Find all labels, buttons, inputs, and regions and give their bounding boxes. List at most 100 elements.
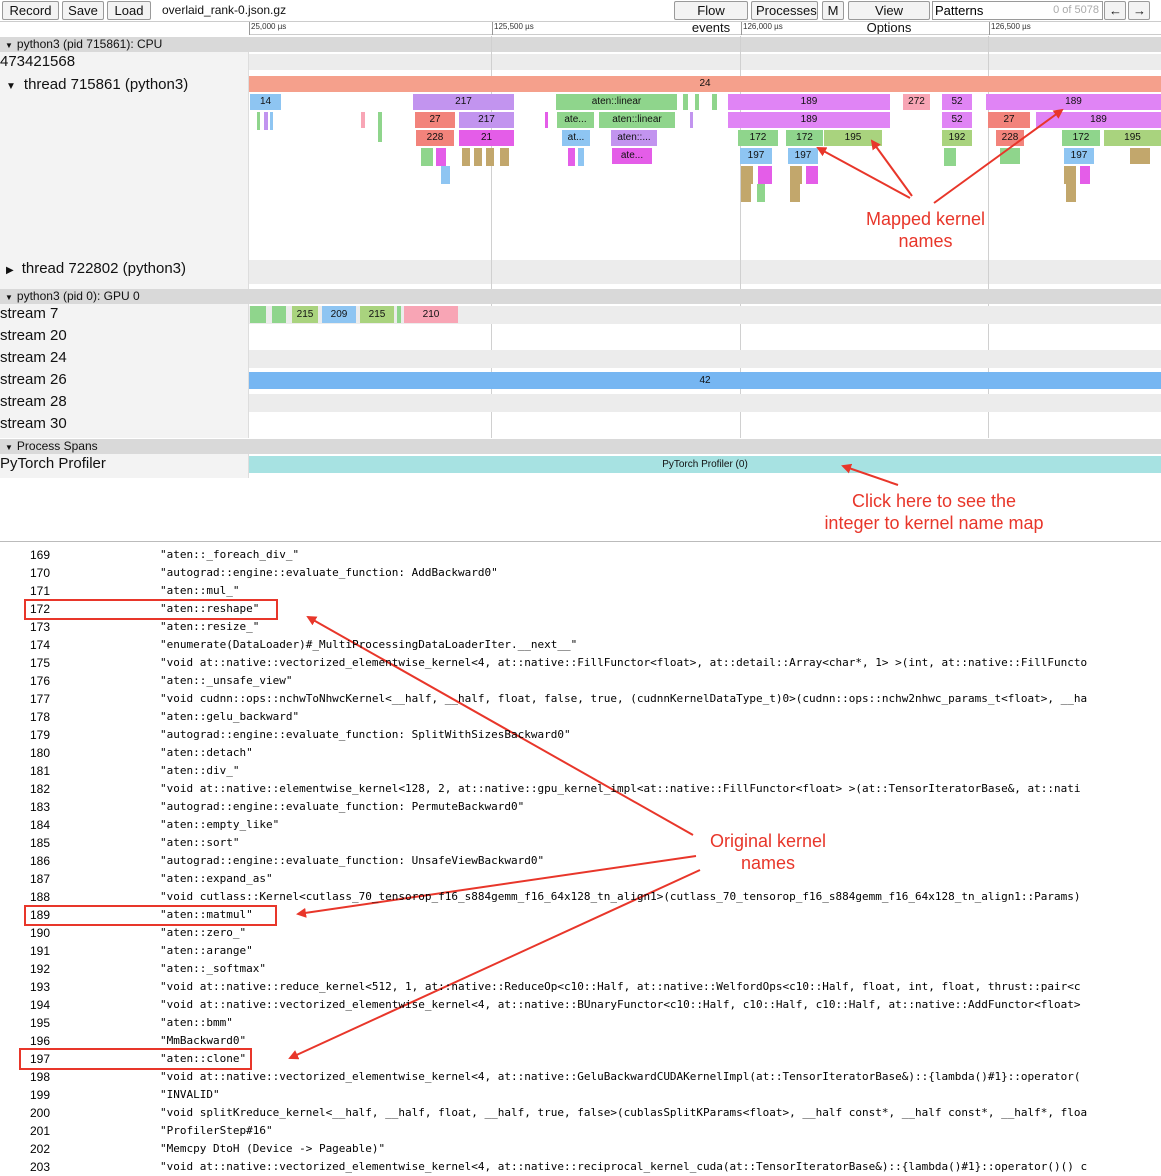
trace-slice-sliver[interactable]: [741, 166, 753, 184]
load-button[interactable]: Load: [107, 1, 151, 20]
trace-slice-sliver[interactable]: [270, 112, 273, 130]
gpu-process-header[interactable]: ▼python3 (pid 0): GPU 0: [0, 289, 1161, 304]
trace-slice[interactable]: 189: [986, 94, 1161, 110]
trace-slice-sliver[interactable]: [257, 112, 260, 130]
cpu-process-header[interactable]: ▼python3 (pid 715861): CPU: [0, 37, 1161, 52]
trace-slice[interactable]: 21: [459, 130, 514, 146]
trace-slice[interactable]: 14: [250, 94, 281, 110]
kernel-name: "aten::detach": [160, 746, 253, 759]
trace-slice[interactable]: 27: [415, 112, 455, 128]
metadata-button[interactable]: M: [822, 1, 844, 20]
thread-715861-row-label[interactable]: ▼thread 715861 (python3): [6, 76, 188, 93]
trace-slice-sliver[interactable]: [1080, 166, 1090, 184]
pytorch-profiler-span[interactable]: PyTorch Profiler (0): [249, 456, 1161, 473]
save-button[interactable]: Save: [62, 1, 104, 20]
trace-slice-sliver[interactable]: [361, 112, 365, 128]
trace-slice[interactable]: 189: [728, 112, 890, 128]
kernel-name: "aten::zero_": [160, 926, 247, 939]
trace-slice[interactable]: 217: [413, 94, 514, 110]
gpu-kernel-slice[interactable]: 215: [292, 306, 318, 323]
trace-slice-sliver[interactable]: [436, 148, 446, 166]
trace-slice-sliver[interactable]: [568, 148, 575, 166]
trace-slice-sliver[interactable]: [1066, 184, 1076, 202]
trace-slice-sliver[interactable]: [378, 112, 382, 142]
next-match-button[interactable]: →: [1128, 1, 1150, 20]
trace-slice[interactable]: 189: [1036, 112, 1161, 128]
kernel-id: 176: [30, 674, 51, 688]
gpu-kernel-slice[interactable]: 42: [249, 372, 1161, 389]
trace-slice[interactable]: 172: [738, 130, 778, 146]
gpu-kernel-slice[interactable]: [250, 306, 266, 323]
process-spans-title: Process Spans: [16, 439, 98, 453]
previous-match-button[interactable]: ←: [1104, 1, 1126, 20]
trace-slice[interactable]: 192: [942, 130, 972, 146]
trace-slice[interactable]: 197: [740, 148, 772, 164]
trace-slice[interactable]: 228: [416, 130, 454, 146]
kernel-name: "INVALID": [160, 1088, 220, 1101]
trace-slice[interactable]: 27: [988, 112, 1030, 128]
trace-slice[interactable]: 197: [788, 148, 818, 164]
highlight-box: [24, 905, 277, 926]
trace-slice[interactable]: 52: [942, 112, 972, 128]
trace-slice-sliver[interactable]: [474, 148, 482, 166]
trace-slice-sliver[interactable]: [806, 166, 818, 184]
collapsed-triangle-icon: ▶: [6, 265, 14, 276]
flow-events-button[interactable]: Flow events: [674, 1, 748, 35]
trace-slice-sliver[interactable]: [695, 94, 699, 110]
trace-slice[interactable]: aten::linear: [556, 94, 677, 110]
gpu-kernel-slice[interactable]: [397, 306, 401, 323]
trace-slice-sliver[interactable]: [683, 94, 688, 110]
kernel-id: 170: [30, 566, 51, 580]
trace-slice[interactable]: 195: [824, 130, 882, 146]
trace-slice[interactable]: 195: [1104, 130, 1161, 146]
trace-slice-sliver[interactable]: [264, 112, 268, 130]
trace-slice-sliver[interactable]: [421, 148, 433, 166]
trace-slice[interactable]: ate...: [557, 112, 594, 128]
gpu-kernel-slice[interactable]: 209: [322, 306, 356, 323]
kernel-map-row: 171"aten::mul_": [0, 582, 1161, 600]
kernel-map-row: 189"aten::matmul": [0, 906, 1161, 924]
trace-slice-sliver[interactable]: [790, 184, 800, 202]
trace-slice-sliver[interactable]: [441, 166, 450, 184]
view-options-button[interactable]: View Options: [848, 1, 930, 35]
trace-slice-sliver[interactable]: [712, 94, 717, 110]
trace-slice-sliver[interactable]: [578, 148, 584, 166]
gpu-kernel-slice[interactable]: 210: [404, 306, 458, 323]
processes-button[interactable]: Processes: [751, 1, 818, 20]
trace-slice[interactable]: aten::...: [611, 130, 657, 146]
trace-slice[interactable]: at...: [562, 130, 590, 146]
trace-slice[interactable]: 217: [459, 112, 514, 128]
trace-slice-sliver[interactable]: [545, 112, 548, 128]
trace-slice[interactable]: 189: [728, 94, 890, 110]
trace-slice-sliver[interactable]: [500, 148, 509, 166]
trace-slice-sliver[interactable]: [690, 112, 693, 128]
trace-slice[interactable]: 172: [786, 130, 823, 146]
trace-slice[interactable]: 272: [903, 94, 930, 110]
patterns-search-input[interactable]: Patterns 0 of 5078: [932, 1, 1103, 20]
trace-slice-sliver[interactable]: [758, 166, 772, 184]
kernel-map-row: 182"void at::native::elementwise_kernel<…: [0, 780, 1161, 798]
thread-722802-row-label[interactable]: ▶thread 722802 (python3): [6, 260, 186, 277]
process-spans-header[interactable]: ▼Process Spans: [0, 439, 1161, 454]
record-button[interactable]: Record: [2, 1, 59, 20]
gpu-kernel-slice[interactable]: 215: [360, 306, 394, 323]
trace-slice-sliver[interactable]: [1130, 148, 1150, 164]
time-ruler[interactable]: 25,000 µs 125,500 µs 126,000 µs 126,500 …: [249, 22, 1161, 35]
trace-slice-sliver[interactable]: [741, 184, 751, 202]
trace-slice[interactable]: ate...: [612, 148, 652, 164]
panel-divider[interactable]: [0, 541, 1161, 542]
trace-slice[interactable]: 52: [942, 94, 972, 110]
trace-slice-sliver[interactable]: [944, 148, 956, 166]
trace-slice-sliver[interactable]: [462, 148, 470, 166]
trace-slice[interactable]: 172: [1062, 130, 1100, 146]
trace-slice-sliver[interactable]: [790, 166, 802, 184]
kernel-id: 181: [30, 764, 51, 778]
trace-slice[interactable]: 24: [249, 76, 1161, 92]
trace-slice[interactable]: aten::linear: [599, 112, 675, 128]
trace-slice[interactable]: 197: [1064, 148, 1094, 164]
gpu-kernel-slice[interactable]: [272, 306, 286, 323]
trace-slice-sliver[interactable]: [1064, 166, 1076, 184]
thread-722802-track: [249, 260, 1161, 284]
trace-slice-sliver[interactable]: [757, 184, 765, 202]
trace-slice-sliver[interactable]: [486, 148, 494, 166]
